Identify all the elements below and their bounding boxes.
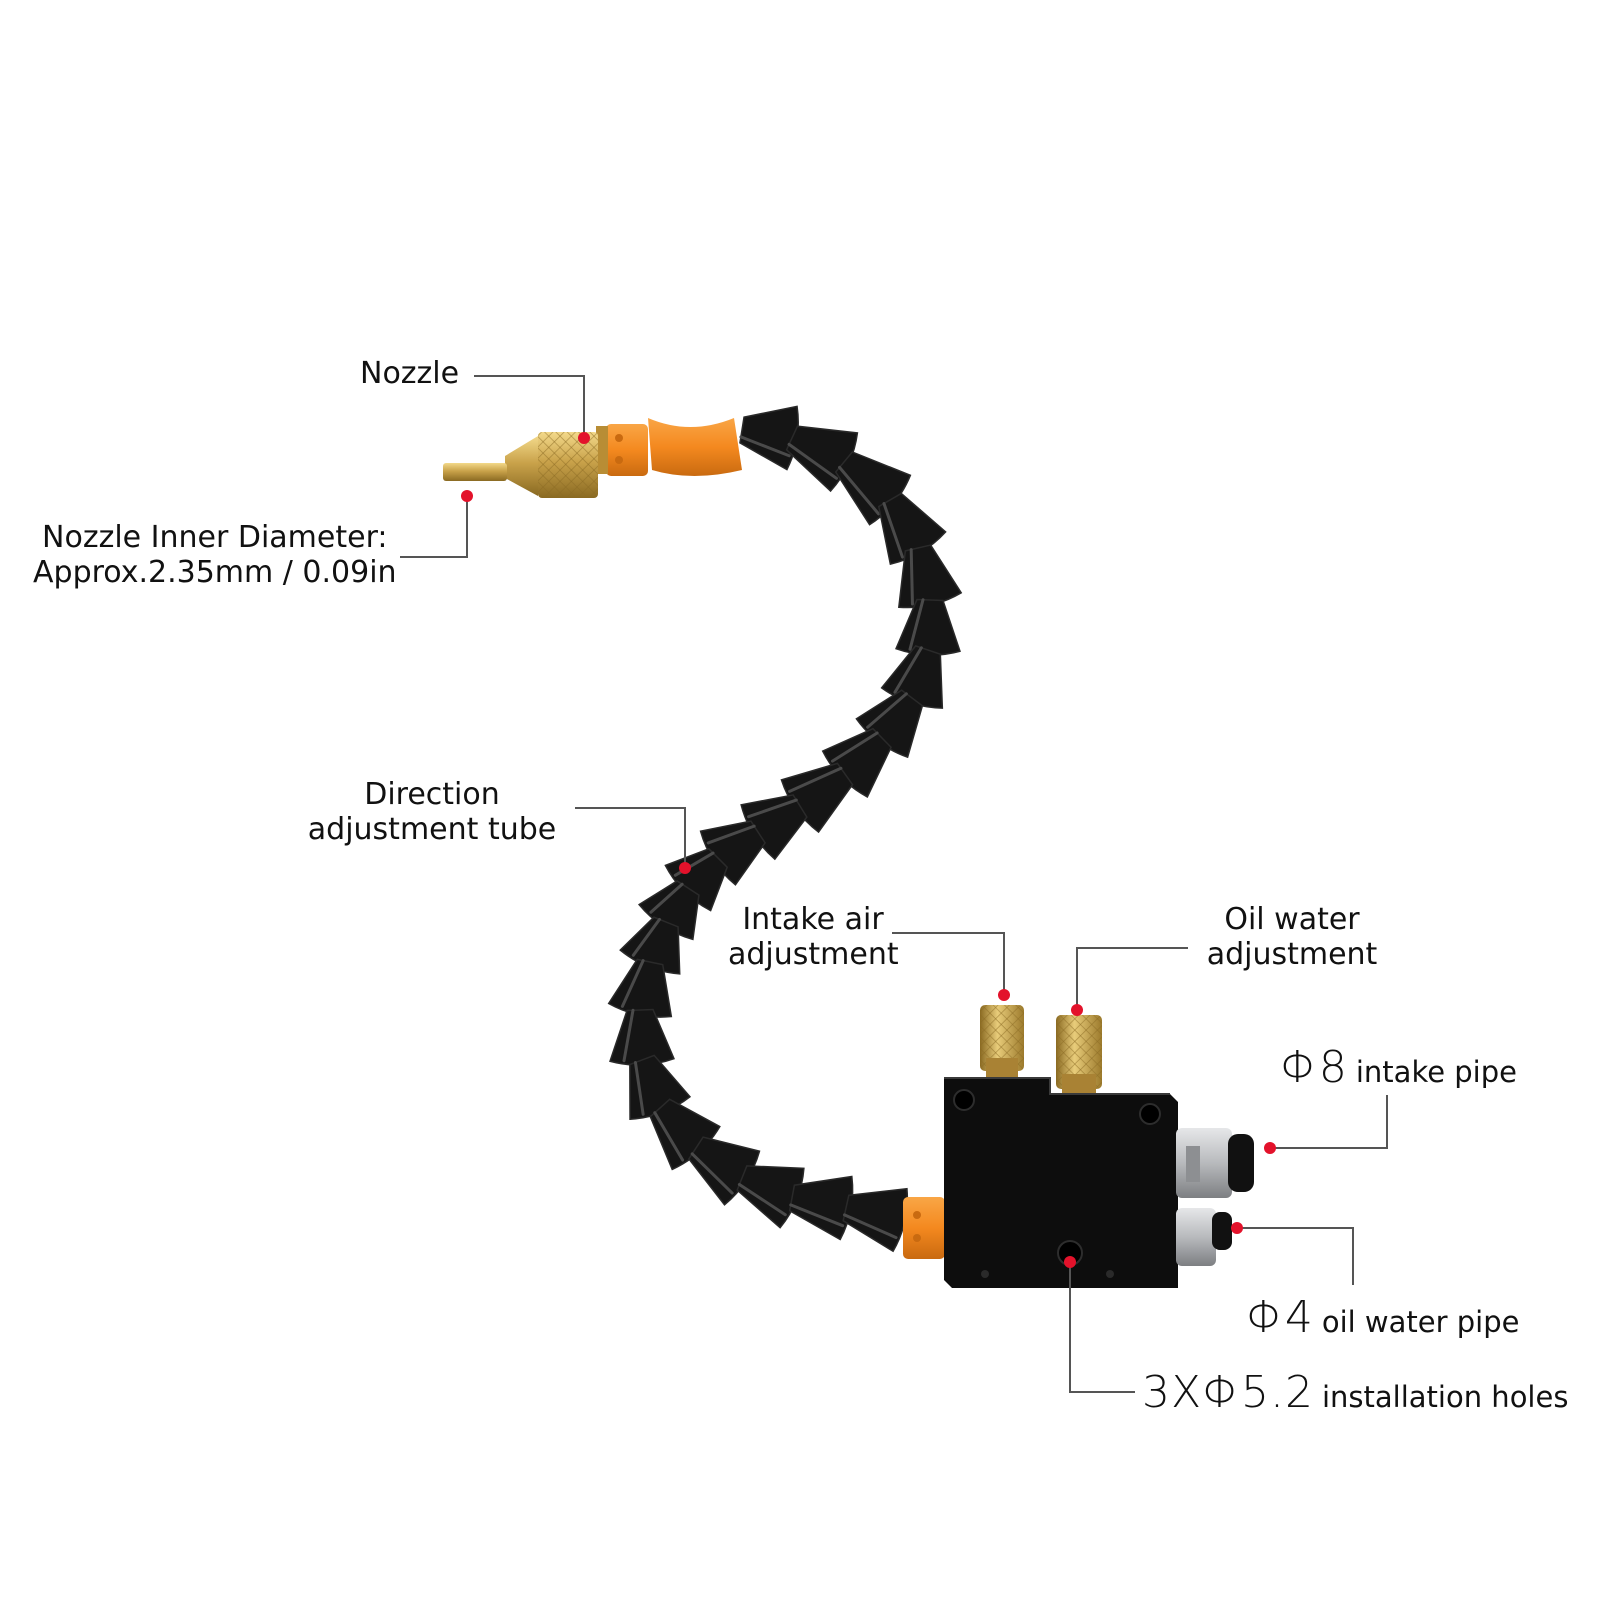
intake-pipe-fitting [1176,1128,1254,1198]
leader-oil-water [1076,947,1188,1010]
leader-nozzle-diameter [400,496,468,558]
hose-segment-sheen [788,766,843,793]
oil-pipe-fitting [1176,1208,1232,1266]
hose-segment-sheen [908,598,925,651]
label-oil-water-line1: Oil water [1224,902,1360,937]
marker-direction [679,862,691,874]
label-nozzle-diameter-line1: Nozzle Inner Diameter: [42,520,388,555]
intake-pipe-size: Φ8 [1280,1042,1348,1093]
oil-water-knob [1056,1015,1102,1096]
orange-bottom-fitting [903,1197,945,1259]
label-intake-air: Intake air adjustment [728,902,899,972]
leader-intake-pipe [1270,1095,1388,1149]
leader-intake-air [892,932,1005,995]
label-direction-line1: Direction [364,777,500,812]
marker-intake-pipe [1264,1142,1276,1154]
mixing-block [944,1077,1178,1288]
hose-segment-sheen [882,502,904,559]
hose-segment-sheen [633,1060,645,1116]
hose-segment-sheen [631,917,662,957]
hose-segment-sheen [787,442,838,480]
hose-segment [897,544,963,609]
label-intake-air-line2: adjustment [728,936,899,972]
marker-nozzle [578,432,590,444]
hose-segment-sheen [690,1152,734,1195]
hose-segment-sheen [737,1182,787,1217]
intake-air-knob [980,1005,1024,1080]
label-oil-water: Oil water adjustment [1202,902,1382,972]
intake-pipe-text: intake pipe [1355,1055,1517,1089]
hose-segment-sheen [830,731,879,763]
label-nozzle-diameter: Nozzle Inner Diameter: Approx.2.35mm / 0… [33,520,397,590]
oil-pipe-size: Φ4 [1246,1292,1314,1343]
brass-nozzle [443,426,608,498]
leader-nozzle [474,375,585,438]
hose-segment-sheen [739,435,791,458]
leader-holes [1069,1262,1135,1393]
hose-segment-sheen [893,646,923,694]
leader-oil-pipe [1237,1227,1354,1285]
label-oil-water-line2: adjustment [1206,936,1378,972]
marker-holes [1064,1256,1076,1268]
hose-segment-sheen [838,465,881,516]
hose-segment-sheen [622,1008,635,1063]
hose-segment [609,1008,675,1066]
label-intake-air-line1: Intake air [742,902,884,937]
hose-segment-sheen [842,1213,898,1240]
direction-adjustment-tube [607,405,963,1253]
marker-oil-water [1071,1004,1083,1016]
hose-segment-sheen [620,959,645,1008]
label-nozzle: Nozzle [360,356,460,391]
marker-nozzle-diameter [461,490,473,502]
label-direction-tube: Direction adjustment tube [302,777,562,847]
marker-oil-pipe [1231,1222,1243,1234]
holes-text: installation holes [1321,1380,1569,1414]
hose-segment-sheen [747,798,798,819]
orange-top-fitting [606,418,742,476]
hose-segment-sheen [706,824,756,845]
hose-segment-sheen [649,882,684,914]
leader-direction [575,807,686,868]
hose-segment-sheen [789,1203,845,1228]
marker-intake-air [998,989,1010,1001]
oil-pipe-text: oil water pipe [1321,1305,1520,1339]
hose-segment [739,405,799,471]
label-nozzle-diameter-line2: Approx.2.35mm / 0.09in [33,554,397,590]
hose-segment-sheen [909,548,914,606]
hose-segment-sheen [866,692,908,729]
leader-lines [400,375,1388,1393]
label-direction-line2: adjustment tube [307,811,557,847]
hose-segment-sheen [653,1111,685,1162]
marker-dots [461,432,1276,1268]
holes-size: 3XΦ5.2 [1142,1367,1314,1418]
